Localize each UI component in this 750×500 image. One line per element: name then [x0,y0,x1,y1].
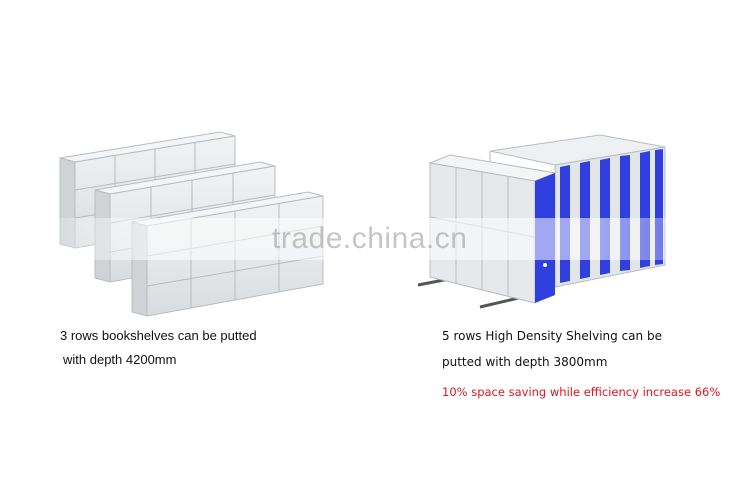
left-caption-line-1: 3 rows bookshelves can be putted [60,328,257,343]
right-caption-line-1: 5 rows High Density Shelving can be [442,329,662,343]
space-saving-highlight: 10% space saving while efficiency increa… [442,385,721,399]
watermark-band [0,218,750,260]
right-caption-line-2: putted with depth 3800mm [442,355,608,369]
left-caption-line-2: with depth 4200mm [63,352,177,367]
lock-icon [543,263,547,267]
watermark: trade.china.cn [272,222,468,255]
